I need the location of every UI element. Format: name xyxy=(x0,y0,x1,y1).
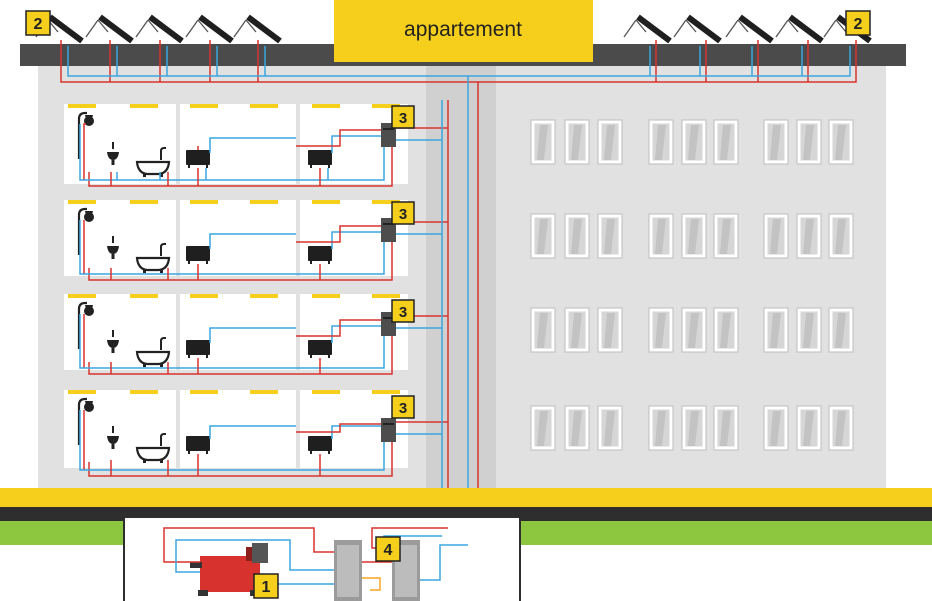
svg-text:2: 2 xyxy=(34,16,43,33)
riser-pipes xyxy=(441,76,469,545)
svg-text:3: 3 xyxy=(399,110,407,127)
badge-solar-right: 2 xyxy=(845,10,871,36)
badge-floor-1: 3 xyxy=(391,105,415,129)
roof-collector-pipes xyxy=(60,40,857,515)
badge-floor-3: 3 xyxy=(391,299,415,323)
floor-2 xyxy=(64,200,448,281)
title-box: appartement xyxy=(334,0,593,62)
title: appartement xyxy=(404,18,522,41)
badge-storage: 4 xyxy=(375,536,401,562)
badge-floor-4: 3 xyxy=(391,395,415,419)
badge-boiler: 1 xyxy=(253,573,279,599)
svg-text:3: 3 xyxy=(399,206,407,223)
ground-yellow-band xyxy=(0,488,932,507)
svg-text:4: 4 xyxy=(384,542,393,559)
svg-text:3: 3 xyxy=(399,400,407,417)
svg-text:1: 1 xyxy=(262,579,271,596)
floor-4 xyxy=(64,390,448,477)
svg-text:3: 3 xyxy=(399,304,407,321)
service-shaft xyxy=(426,64,496,490)
badge-solar-left: 2 xyxy=(25,10,51,36)
basement xyxy=(123,516,521,601)
floor-3 xyxy=(64,294,448,375)
boiler xyxy=(190,543,268,596)
badge-floor-2: 3 xyxy=(391,201,415,225)
svg-text:2: 2 xyxy=(854,16,863,33)
floor-1 xyxy=(64,104,448,187)
